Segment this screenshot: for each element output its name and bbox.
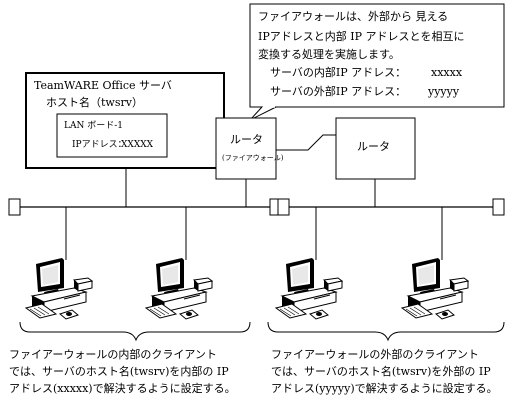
lan-board-label: LAN ボード-1 [64,121,123,131]
server-host: ホスト名（twsrv） [46,96,143,109]
callout-outer-ip-value: yyyyy [428,85,460,98]
brace-outer [267,321,505,342]
client-pc-icon [401,257,469,320]
client-pc-icon [145,257,213,320]
caption-inner-line-1: ファイアーウォールの内部のクライアント [9,348,217,361]
callout-line-3: 変換する処理を実施します。 [258,48,400,61]
server-title: TeamWARE Office サーバ [34,79,172,92]
client-pc-icon [275,257,343,320]
router-label: ルータ [357,140,390,153]
callout-line-1: ファイアウォールは、外部から 見える [258,10,449,23]
router-firewall-label: ルータ [230,133,263,146]
callout-line-2: IPアドレスと内部 IP アドレスとを相互に [258,30,465,43]
callout-inner-ip-value: xxxxx [431,66,463,79]
client-pc-icon [25,257,93,320]
terminator-left [8,198,21,216]
brace-inner [19,321,251,342]
lan-board-box [56,113,168,158]
caption-outer-line-2: では、サーバのホスト名(twsrv)を外部の IP [271,365,491,378]
caption-inner-line-3: アドレス(xxxxx)で解決するように設定する。 [9,382,236,395]
wan-link [276,134,336,151]
callout-outer-ip-label: サーバの外部IP アドレス： [270,85,407,98]
callout-box [249,3,505,108]
ip-address-label: IPアドレス： [72,140,127,150]
ip-address-value: XXXXX [121,140,154,150]
caption-outer-line-3: アドレス(yyyyy)で解決するように設定する。 [271,382,498,395]
callout-inner-ip-label: サーバの内部IP アドレス： [270,66,407,79]
caption-inner-line-2: では、サーバのホスト名(twsrv)を内部の IP [9,365,229,378]
router-firewall-box [215,117,277,180]
router-firewall-sublabel: (ファイアウォール) [222,154,284,162]
caption-outer-line-1: ファイアーウォールの外部のクライアント [271,348,479,361]
